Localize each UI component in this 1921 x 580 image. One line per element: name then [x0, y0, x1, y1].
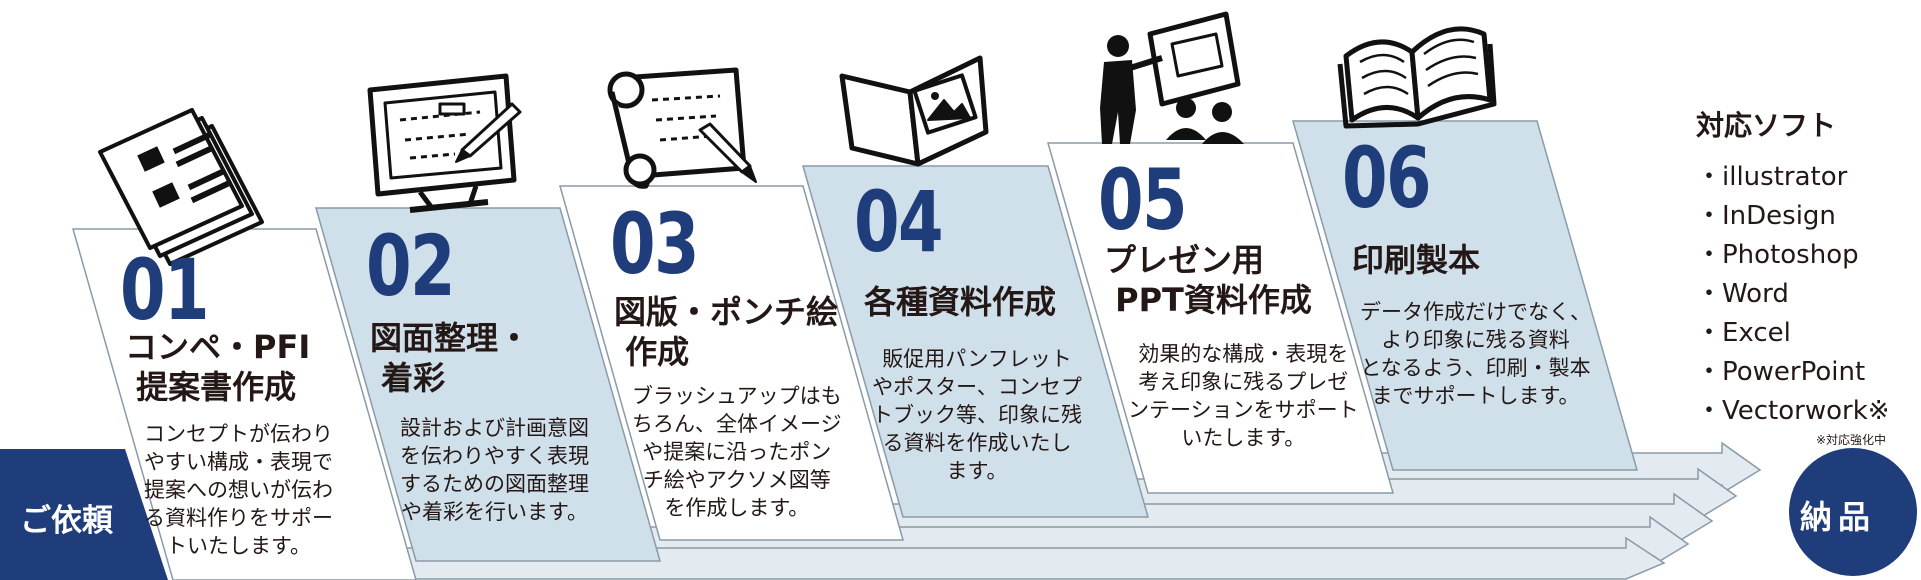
step-title-02: 図面整理・ 着彩: [370, 319, 531, 397]
step-number-02: 02: [366, 217, 456, 315]
start-label: ご依頼: [20, 503, 113, 539]
card-04: [802, 165, 1149, 518]
step-title-03: 図版・ポンチ絵 作成: [614, 293, 839, 371]
step-desc-02: 設計および計画意図 を伝わりやすく表現 するための図面整理 や着彩を行います。: [400, 416, 589, 524]
step-number-05: 05: [1098, 151, 1188, 249]
step-title-01: コンペ・PFI 提案書作成: [125, 328, 311, 406]
software-item: ・InDesign: [1696, 201, 1836, 231]
step-number-04: 04: [854, 173, 944, 271]
step-desc-01: コンセプトが伝わり やすい構成・表現で 提案への想いが伝わ る資料作りをサポー …: [144, 422, 333, 558]
step-title-04: 各種資料作成: [864, 283, 1057, 321]
step-number-01: 01: [120, 241, 210, 339]
step-desc-04: 販促用パンフレット やポスター、コンセプ トブック等、印象に残 る資料を作成いた…: [872, 347, 1082, 483]
step-desc-06: データ作成だけでなく、 より印象に残る資料 となるよう、印刷・製本 までサポート…: [1360, 300, 1591, 408]
step-number-06: 06: [1342, 129, 1432, 227]
step-title-05: プレゼン用 PPT資料作成: [1104, 241, 1312, 319]
brochure-icon: [839, 55, 989, 167]
software-panel: 対応ソフト ・illustrator ・InDesign ・Photoshop …: [1696, 104, 1890, 448]
step-desc-05: 効果的な構成・表現を 考え印象に残るプレゼ ンテーションをサポート いたします。: [1128, 342, 1359, 450]
monitor-drawing-icon: [367, 73, 522, 213]
end-circle: [1789, 448, 1917, 576]
presentation-icon: [1100, 11, 1244, 144]
software-item: ・PowerPoint: [1696, 357, 1866, 387]
software-title: 対応ソフト: [1696, 109, 1837, 142]
card-03: [559, 185, 904, 541]
software-note: ※対応強化中: [1816, 433, 1887, 447]
software-item: ・Photoshop: [1696, 240, 1859, 270]
document-stack-icon: [98, 108, 264, 266]
step-desc-03: ブラッシュアップはも ちろん、全体イメージ や提案に沿ったポン チ絵やアクソメ図…: [632, 384, 842, 520]
scroll-pencil-icon: [607, 67, 757, 189]
open-book-icon: [1337, 26, 1497, 129]
step-title-06: 印刷製本: [1352, 241, 1481, 279]
end-label: 納品: [1800, 498, 1877, 536]
start-tag: [0, 449, 168, 580]
software-item: ・Word: [1696, 279, 1789, 309]
step-cards: [72, 120, 1638, 580]
software-item: ・Vectorwork※: [1696, 396, 1890, 426]
step-number-03: 03: [610, 195, 700, 293]
card-02: [315, 207, 661, 562]
software-item: ・Excel: [1696, 318, 1791, 348]
software-item: ・illustrator: [1696, 162, 1848, 192]
card-06: [1292, 120, 1638, 471]
